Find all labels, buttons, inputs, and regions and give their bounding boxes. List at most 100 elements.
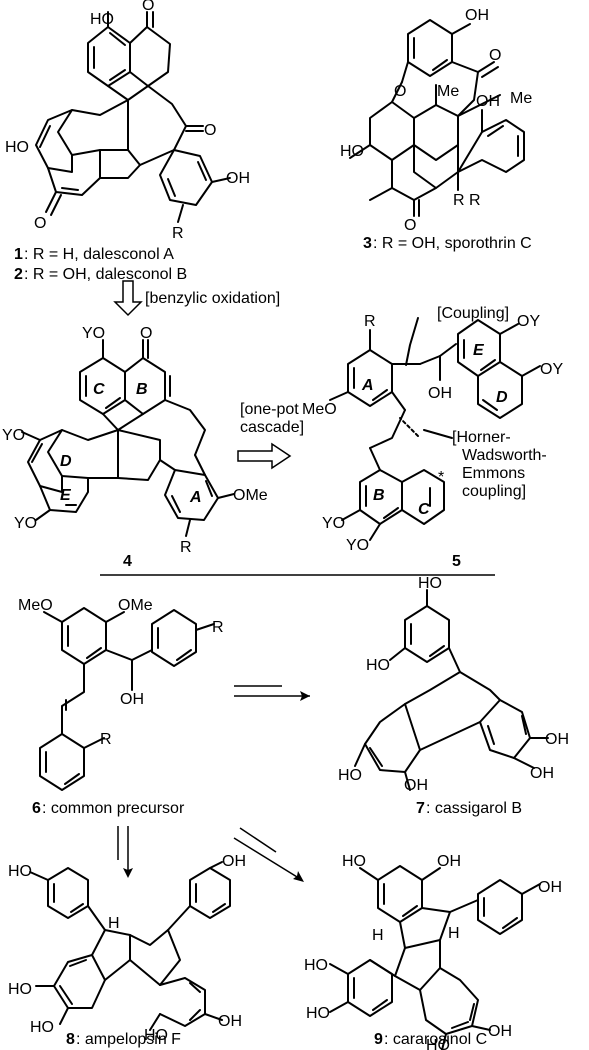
- svg-text:MeO: MeO: [18, 597, 53, 614]
- svg-text:HO: HO: [342, 853, 366, 870]
- svg-text:YO: YO: [346, 537, 369, 554]
- onepot-label-2: cascade]: [240, 419, 304, 436]
- svg-text:R: R: [180, 539, 192, 556]
- structure-9: HO OH OH H H HO HO OH HO 9 : cararosinol…: [304, 853, 562, 1050]
- svg-text:R: R: [172, 225, 184, 242]
- compound-caption: : R = H, dalesconol A: [24, 246, 174, 263]
- svg-text:OH: OH: [428, 385, 452, 402]
- arrow-to-9: [233, 827, 304, 882]
- svg-text:Me: Me: [510, 90, 532, 107]
- svg-text:MeO: MeO: [302, 401, 337, 418]
- hwe-label-4: coupling]: [462, 483, 526, 500]
- compound-number: 1: [14, 246, 23, 263]
- svg-text:HO: HO: [306, 1005, 330, 1022]
- svg-text:HO: HO: [90, 11, 114, 28]
- svg-text:YO: YO: [322, 515, 345, 532]
- svg-text:A: A: [361, 377, 374, 394]
- svg-text:HO: HO: [144, 1027, 168, 1044]
- svg-text:E: E: [473, 342, 485, 359]
- svg-text:O: O: [489, 47, 501, 64]
- arrow-to-7: [234, 685, 310, 701]
- compound-number: 2: [14, 266, 23, 283]
- hwe-label-2: Wadsworth-: [462, 447, 547, 464]
- onepot-label-1: [one-pot: [240, 401, 299, 418]
- svg-text:R: R: [364, 313, 376, 330]
- structure-8: HO OH H HO HO OH HO 8 : ampelopsin F: [8, 853, 246, 1048]
- compound-caption: : cararosinol C: [384, 1031, 487, 1048]
- svg-text:O: O: [204, 122, 216, 139]
- svg-text:B: B: [373, 487, 385, 504]
- svg-text:HO: HO: [8, 863, 32, 880]
- structure-sporothrin: OH O O Me Me HO OH O R R 3 : R = OH, spo…: [340, 7, 532, 252]
- svg-text:O: O: [404, 217, 416, 234]
- svg-text:OH: OH: [222, 853, 246, 870]
- svg-text:R R: R R: [453, 192, 481, 209]
- arrow-one-pot: [one-pot cascade]: [237, 401, 304, 470]
- svg-text:OH: OH: [476, 93, 500, 110]
- svg-text:HO: HO: [338, 767, 362, 784]
- svg-text:O: O: [34, 215, 46, 232]
- svg-text:OH: OH: [538, 879, 562, 896]
- svg-text:H: H: [372, 927, 384, 944]
- svg-text:HO: HO: [418, 575, 442, 592]
- svg-text:R: R: [212, 619, 224, 636]
- svg-text:R: R: [100, 731, 112, 748]
- compound-caption: : R = OH, sporothrin C: [373, 235, 532, 252]
- benzylic-oxidation-label: [benzylic oxidation]: [145, 290, 280, 307]
- svg-text:D: D: [496, 389, 508, 406]
- coupling-label: [Coupling]: [437, 305, 509, 322]
- compound-caption: : R = OH, dalesconol B: [24, 266, 187, 283]
- structure-4: YO O C B D E A YO YO OMe R 4: [2, 325, 268, 570]
- svg-text:Me: Me: [437, 83, 459, 100]
- svg-text:OH: OH: [218, 1013, 242, 1030]
- structure-6: MeO OMe R OH R 6 : common precursor: [18, 597, 224, 817]
- svg-text:OY: OY: [517, 313, 540, 330]
- svg-text:E: E: [60, 487, 72, 504]
- atom-O: O: [142, 0, 154, 14]
- svg-text:C: C: [93, 381, 105, 398]
- arrow-to-8: [117, 826, 133, 878]
- retro-arrow-oxidation: [benzylic oxidation]: [113, 280, 280, 317]
- svg-text:H: H: [448, 925, 460, 942]
- svg-text:OH: OH: [120, 691, 144, 708]
- svg-text:*: *: [438, 469, 444, 486]
- svg-text:HO: HO: [426, 1037, 450, 1050]
- compound-caption: : ampelopsin F: [76, 1031, 181, 1048]
- structure-dalesconol: HO O O HO O OH R 1 : R = H, dalesconol A…: [5, 0, 250, 283]
- svg-text:OY: OY: [540, 361, 563, 378]
- compound-number: 5: [452, 553, 461, 570]
- structure-7: HO HO OH OH HO OH 7 : cassigarol B: [338, 575, 569, 817]
- compound-number: 6: [32, 800, 41, 817]
- compound-number: 3: [363, 235, 372, 252]
- hwe-label-3: Emmons: [462, 465, 525, 482]
- svg-text:C: C: [418, 501, 430, 518]
- svg-text:O: O: [394, 83, 406, 100]
- svg-text:YO: YO: [82, 325, 105, 342]
- svg-text:HO: HO: [5, 139, 29, 156]
- svg-text:H: H: [108, 915, 120, 932]
- svg-text:YO: YO: [2, 427, 25, 444]
- svg-text:YO: YO: [14, 515, 37, 532]
- svg-text:OH: OH: [404, 777, 428, 794]
- svg-text:HO: HO: [30, 1019, 54, 1036]
- svg-text:HO: HO: [366, 657, 390, 674]
- svg-text:HO: HO: [8, 981, 32, 998]
- compound-caption: : cassigarol B: [426, 800, 522, 817]
- svg-text:OH: OH: [545, 731, 569, 748]
- compound-number: 7: [416, 800, 425, 817]
- svg-text:OH: OH: [465, 7, 489, 24]
- svg-text:B: B: [136, 381, 148, 398]
- compound-number: 9: [374, 1031, 383, 1048]
- svg-text:A: A: [189, 489, 202, 506]
- svg-text:OH: OH: [530, 765, 554, 782]
- compound-caption: : common precursor: [42, 800, 185, 817]
- svg-text:OH: OH: [437, 853, 461, 870]
- svg-text:OMe: OMe: [233, 487, 268, 504]
- structure-5: R [Coupling] MeO A OH E D OY OY [Horner-…: [302, 305, 563, 570]
- svg-text:HO: HO: [340, 143, 364, 160]
- compound-number: 4: [123, 553, 132, 570]
- svg-text:D: D: [60, 453, 72, 470]
- svg-text:HO: HO: [304, 957, 328, 974]
- compound-number: 8: [66, 1031, 75, 1048]
